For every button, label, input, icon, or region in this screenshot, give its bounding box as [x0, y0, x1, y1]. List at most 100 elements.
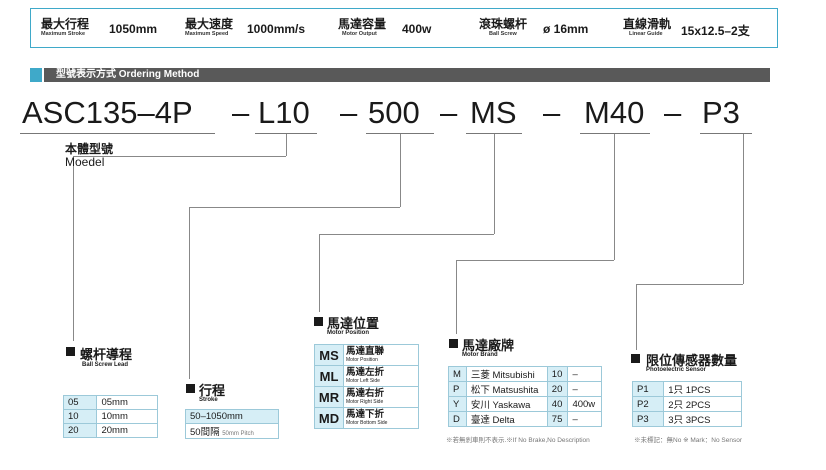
table-cell: 400w [567, 396, 602, 412]
stroke-table: 50–1050mm 50間隔 50mm Pitch [185, 409, 279, 439]
code-dash: – [543, 95, 561, 130]
spec-label-en: Maximum Speed [185, 31, 229, 37]
stroke-pitch: 50間隔 [190, 427, 220, 438]
code-stroke: 500 [368, 95, 420, 130]
table-cell: 05 [62, 395, 98, 410]
table-row: P1 1只 1PCS [631, 381, 742, 397]
table-cell: 3只 3PCS [663, 411, 742, 427]
table-cell: P2 [631, 396, 665, 412]
leader-line [189, 207, 190, 379]
leader-line [286, 134, 287, 156]
underline-lead [255, 133, 317, 134]
underline-brand [580, 133, 650, 134]
code-dash: – [664, 95, 682, 130]
leader-line [73, 156, 286, 157]
table-cell: ML [314, 365, 344, 387]
table-cell: 2只 2PCS [663, 396, 742, 412]
leader-line [636, 284, 637, 350]
lead-title-en: Ball Screw Lead [82, 362, 129, 368]
stroke-title-en: Stroke [199, 397, 218, 403]
spec-label-en: Maximum Stroke [41, 31, 86, 37]
spec-label: 滾珠螺杆 [479, 17, 528, 31]
sensor-title: 限位傳感器數量 [646, 353, 738, 368]
underline-stroke [366, 133, 434, 134]
leader-line [400, 134, 401, 207]
table-cell: 安川 Yaskawa [465, 396, 548, 412]
spec-value: 1050mm [109, 22, 158, 36]
motor-brand-note: ※若無剎車則不表示.※If No Brake,No Description [446, 437, 590, 444]
table-cell: 10 [546, 366, 569, 382]
table-cell: 三菱 Mitsubishi [465, 366, 548, 382]
table-row: D 臺達 Delta 75 – [448, 411, 602, 427]
table-cell: MD [314, 407, 344, 429]
table-cell: Y [448, 396, 467, 412]
spec-label: 直線滑軌 [623, 17, 672, 31]
spec-value: 400w [402, 22, 432, 36]
table-row: 50間隔 50mm Pitch [185, 423, 279, 439]
table-cell: 20 [546, 381, 569, 397]
spec-value: 1000mm/s [247, 22, 306, 36]
leader-line [614, 134, 615, 260]
section-bar [44, 68, 770, 82]
table-cell: MR [314, 386, 344, 408]
table-cell: 臺達 Delta [465, 411, 548, 427]
position-label-en: Motor Right Side [346, 398, 384, 405]
code-dash: – [232, 95, 250, 130]
leader-line [456, 260, 457, 334]
table-cell: 10mm [96, 409, 158, 424]
table-cell: – [567, 411, 602, 427]
lead-title: 螺杆導程 [80, 347, 133, 362]
table-cell: 75 [546, 411, 569, 427]
leader-line [189, 207, 400, 208]
bullet-square [631, 354, 640, 363]
table-cell: P3 [631, 411, 665, 427]
leader-line [636, 284, 743, 285]
body-model-label: 本體型號 [65, 142, 114, 156]
spec-value: 15x12.5–2支 [681, 24, 750, 38]
table-cell: 05mm [96, 395, 158, 410]
bullet-square [449, 339, 458, 348]
section-accent [30, 68, 42, 82]
table-row: P2 2只 2PCS [631, 396, 742, 412]
spec-label: 最大速度 [185, 17, 234, 31]
sensor-title-en: Photoelectric Sensor [646, 367, 707, 373]
bullet-square [314, 317, 323, 326]
sensor-note: ※未標記：無No ※ Mark：No Sensor [634, 437, 743, 444]
table-cell: 10 [62, 409, 98, 424]
code-dash: – [440, 95, 458, 130]
lead-table: 05 05mm 10 10mm 20 20mm [62, 395, 158, 438]
table-cell: 松下 Matsushita [465, 381, 548, 397]
table-row: Y 安川 Yaskawa 40 400w [448, 396, 602, 412]
spec-label-en: Motor Output [342, 31, 377, 37]
motor-brand-title-en: Motor Brand [462, 352, 498, 358]
spec-label-en: Linear Guide [629, 31, 663, 37]
stroke-title: 行程 [199, 383, 226, 398]
code-lead: L10 [258, 95, 310, 130]
motor-brand-title: 馬達廠牌 [462, 338, 515, 353]
underline-position [466, 133, 522, 134]
table-cell: 50–1050mm [185, 409, 279, 424]
table-cell: 1只 1PCS [663, 381, 742, 397]
motor-position-title: 馬達位置 [327, 316, 380, 331]
leader-line [743, 134, 744, 284]
position-label: 馬達左折 [346, 366, 385, 378]
table-cell: 20mm [96, 423, 158, 438]
bullet-square [66, 347, 75, 356]
table-cell: 50間隔 50mm Pitch [185, 423, 279, 439]
table-cell: P1 [631, 381, 665, 397]
leader-line [456, 260, 614, 261]
code-sensor: P3 [702, 95, 740, 130]
code-dash: – [340, 95, 358, 130]
position-label: 馬達下折 [346, 408, 385, 420]
underline-body [20, 133, 215, 134]
table-row: P 松下 Matsushita 20 – [448, 381, 602, 397]
table-row: 20 20mm [62, 423, 158, 438]
table-cell: MS [314, 344, 344, 366]
table-cell: P [448, 381, 467, 397]
table-row: M 三菱 Mitsubishi 10 – [448, 366, 602, 382]
